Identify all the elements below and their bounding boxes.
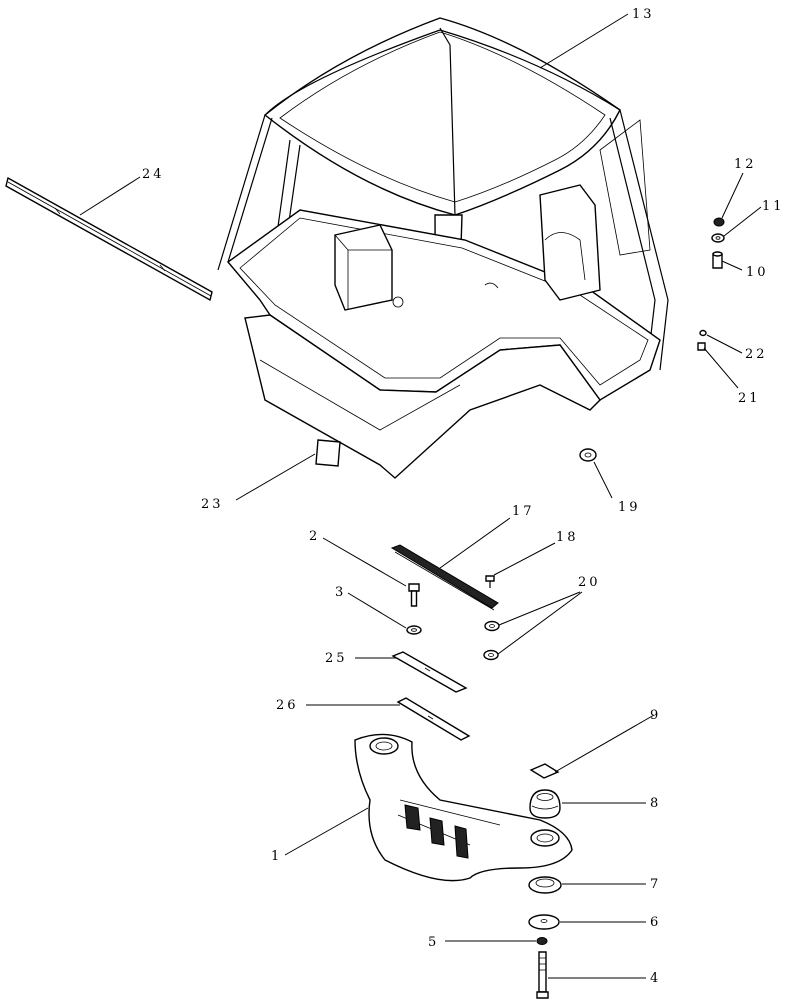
screw-18	[485, 575, 495, 588]
isolator-8	[529, 789, 561, 819]
callout-19: 19	[618, 500, 641, 515]
seal-strip-24	[5, 176, 213, 302]
callout-17: 17	[512, 504, 535, 519]
callout-4: 4	[650, 971, 661, 986]
washer-3	[406, 625, 422, 635]
hardware-10-11-12	[711, 217, 725, 269]
shim-25	[391, 651, 468, 693]
callout-11: 11	[762, 199, 785, 214]
leader-lines	[79, 13, 762, 979]
callout-6: 6	[650, 915, 661, 930]
callout-12: 12	[734, 157, 757, 172]
callout-1: 1	[271, 849, 282, 864]
bolt-2	[408, 583, 420, 607]
shim-26	[396, 697, 471, 741]
callout-7: 7	[650, 877, 661, 892]
callout-23: 23	[201, 497, 224, 512]
callout-26: 26	[276, 698, 299, 713]
callout-13: 13	[632, 7, 655, 22]
hardware-21-22	[697, 329, 707, 351]
callout-24: 24	[142, 167, 165, 182]
pad-9	[529, 763, 560, 779]
callout-22: 22	[745, 347, 768, 362]
callout-25: 25	[325, 651, 348, 666]
callout-10: 10	[746, 265, 769, 280]
callout-labels: 13 24 12 11 10 22 21 23 19 17 18 2 3 20 …	[142, 7, 785, 986]
bolt-4	[536, 951, 549, 999]
callout-20: 20	[578, 575, 601, 590]
callout-2: 2	[309, 529, 320, 544]
plate-23	[315, 439, 341, 467]
callout-21: 21	[738, 391, 761, 406]
washer-6	[528, 914, 560, 930]
mount-bracket-1	[354, 733, 573, 882]
washers-20	[483, 620, 500, 661]
nut-19	[579, 448, 597, 462]
nut-5	[536, 937, 548, 945]
callout-18: 18	[556, 530, 579, 545]
cab-frame	[217, 17, 669, 479]
strip-17	[390, 544, 499, 611]
callout-3: 3	[335, 585, 346, 600]
callout-5: 5	[428, 935, 439, 950]
isolator-7	[528, 876, 562, 894]
callout-8: 8	[650, 796, 661, 811]
callout-9: 9	[650, 708, 661, 723]
